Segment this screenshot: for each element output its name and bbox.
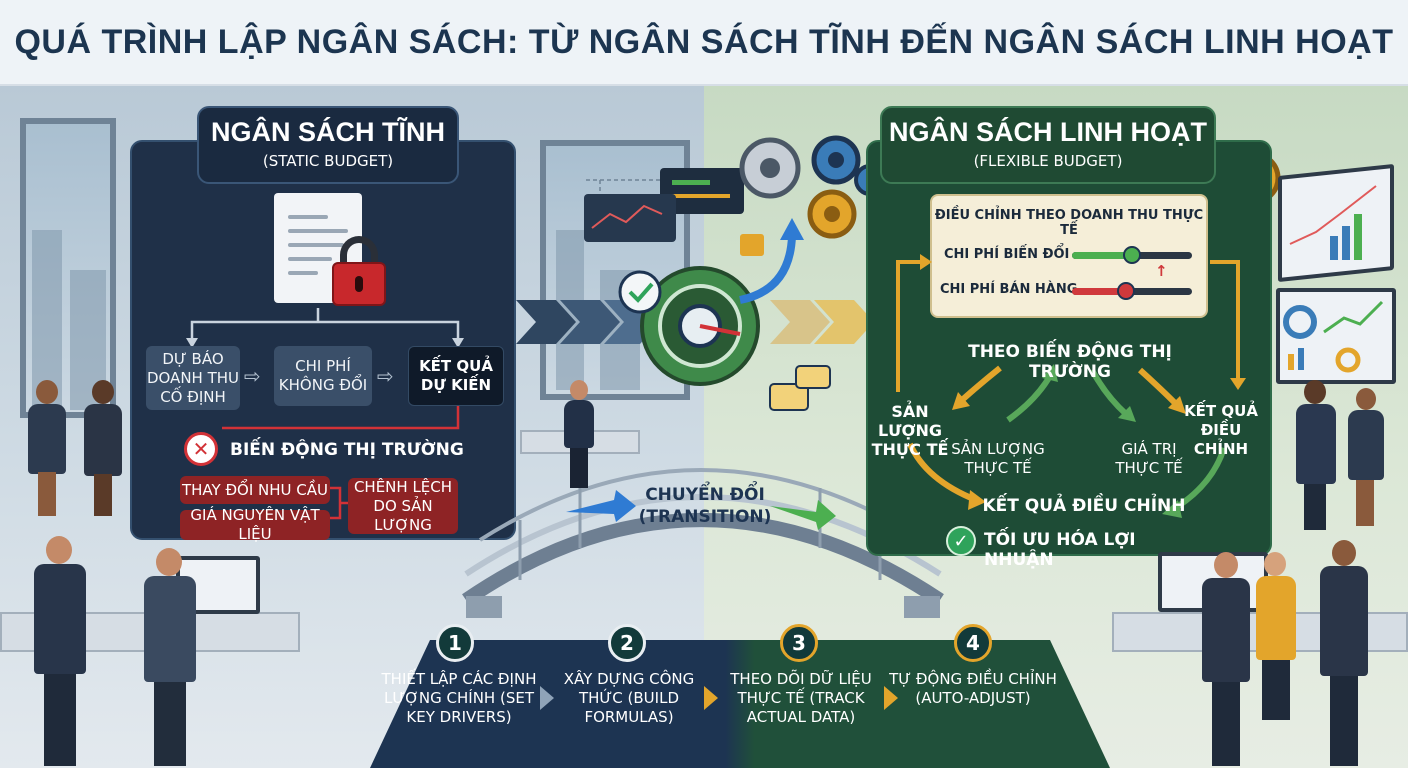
arrow-right-icon: ⇨ [244,364,261,388]
flexible-budget-subtitle: (FLEXIBLE BUDGET) [973,152,1123,170]
slider-label-variable-cost: CHI PHÍ BIẾN ĐỔI [944,247,1070,262]
profit-optimization-label: TỐI ƯU HÓA LỢI NHUẬN [984,530,1136,570]
step-text-4: TỰ ĐỘNG ĐIỀU CHỈNH (AUTO-ADJUST) [889,670,1057,707]
chevron-right-icon [884,686,898,710]
cycle-adjusted-result: KẾT QUẢ ĐIỀU CHỈNH [1184,402,1258,458]
flow-box-expected-result: KẾT QUẢ DỰ KIẾN [408,346,504,406]
step-number-3: 3 [780,624,818,662]
chevron-right-icon [704,686,718,710]
cycle-actual-output: SẢN LƯỢNG THỰC TẾ [871,402,949,459]
adjusted-result-label: KẾT QUẢ ĐIỀU CHỈNH [982,496,1186,516]
slider-selling-cost-knob[interactable] [1117,282,1135,300]
chevron-right-icon [540,686,554,710]
arrow-right-icon: ⇨ [377,364,394,388]
factor-material-price: GIÁ NGUYÊN VẬT LIỆU [180,506,330,543]
cycle-inner-value: GIÁ TRỊ THỰC TẾ [1115,440,1183,477]
flexible-budget-title: NGÂN SÁCH LINH HOẠT (FLEXIBLE BUDGET) [880,106,1216,184]
flexible-budget-title-text: NGÂN SÁCH LINH HOẠT [889,117,1207,147]
adjustment-header: ĐIỀU CHỈNH THEO DOANH THU THỰC TẾ [934,208,1204,238]
static-budget-title: NGÂN SÁCH TĨNH (STATIC BUDGET) [197,106,459,184]
slider-variable-cost-knob[interactable] [1123,246,1141,264]
flow-box-fixed-cost: CHI PHÍ KHÔNG ĐỔI [274,346,372,406]
step-number-1: 1 [436,624,474,662]
keyhole-icon [355,276,363,292]
step-text-3: THEO DÕI DỮ LIỆU THỰC TẾ (TRACK ACTUAL D… [730,670,872,726]
check-icon: ✓ [946,526,976,556]
step-text-1: THIẾT LẬP CÁC ĐỊNH LƯỢNG CHÍNH (SET KEY … [381,670,537,726]
flexible-market-label: THEO BIẾN ĐỘNG THỊ TRƯỜNG [968,342,1172,382]
steps-band [370,640,1110,768]
step-number-4: 4 [954,624,992,662]
transition-title: CHUYỂN ĐỔI [645,485,765,505]
slider-label-selling-cost: CHI PHÍ BÁN HÀNG [940,282,1078,297]
up-arrow-icon: ↑ [1155,262,1168,280]
page-header: QUÁ TRÌNH LẬP NGÂN SÁCH: TỪ NGÂN SÁCH TĨ… [0,0,1408,86]
transition-label: CHUYỂN ĐỔI (TRANSITION) [630,484,780,528]
step-text-2: XÂY DỰNG CÔNG THỨC (BUILD FORMULAS) [563,670,695,726]
slider-variable-cost-fill [1072,252,1132,259]
step-number-2: 2 [608,624,646,662]
cycle-inner-output: SẢN LƯỢNG THỰC TẾ [951,440,1045,477]
transition-subtitle: (TRANSITION) [638,507,772,527]
slider-selling-cost-fill [1072,288,1126,295]
variance-result: CHÊNH LỆCH DO SẢN LƯỢNG [348,478,458,534]
factor-demand: THAY ĐỔI NHU CẦU [180,476,330,504]
flow-box-revenue: DỰ BÁO DOANH THU CỐ ĐỊNH [146,346,240,410]
static-budget-subtitle: (STATIC BUDGET) [262,152,394,170]
x-close-icon: ✕ [184,432,218,466]
page-title: QUÁ TRÌNH LẬP NGÂN SÁCH: TỪ NGÂN SÁCH TĨ… [14,22,1394,61]
lock-shackle-icon [340,236,378,270]
static-budget-title-text: NGÂN SÁCH TĨNH [211,117,445,147]
static-market-label: BIẾN ĐỘNG THỊ TRƯỜNG [230,440,464,460]
